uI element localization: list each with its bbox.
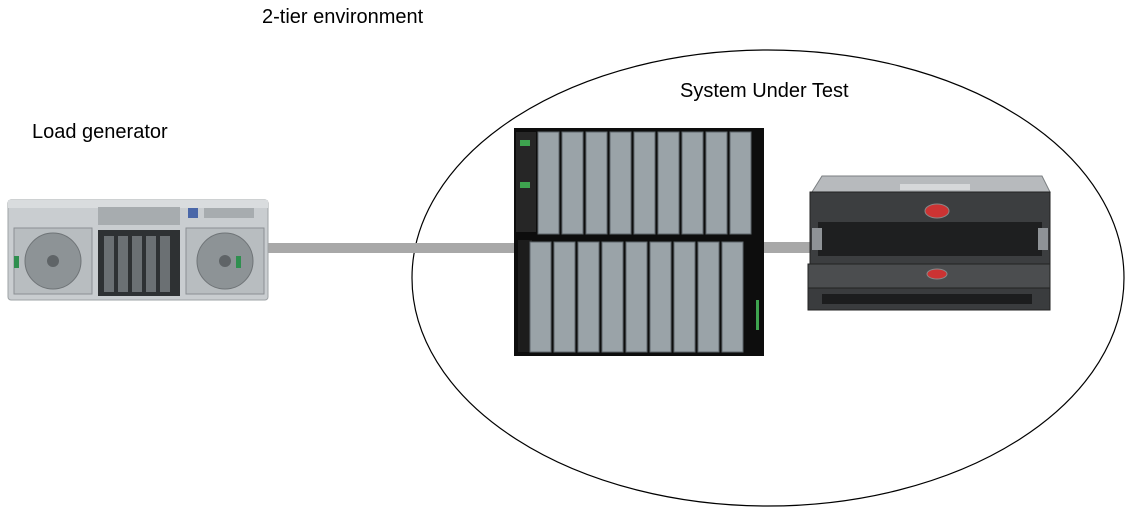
load-generator-label: Load generator <box>32 121 168 143</box>
blade-chassis-icon <box>514 128 764 356</box>
system-under-test-label: System Under Test <box>680 80 849 102</box>
system-under-test-boundary <box>411 49 1125 507</box>
load-generator-server-icon <box>7 199 269 301</box>
link-load-generator-to-blade-chassis <box>268 243 516 253</box>
link-blade-chassis-to-storage <box>762 242 810 253</box>
storage-array-icon <box>807 175 1051 311</box>
diagram-title: 2-tier environment <box>262 6 424 28</box>
